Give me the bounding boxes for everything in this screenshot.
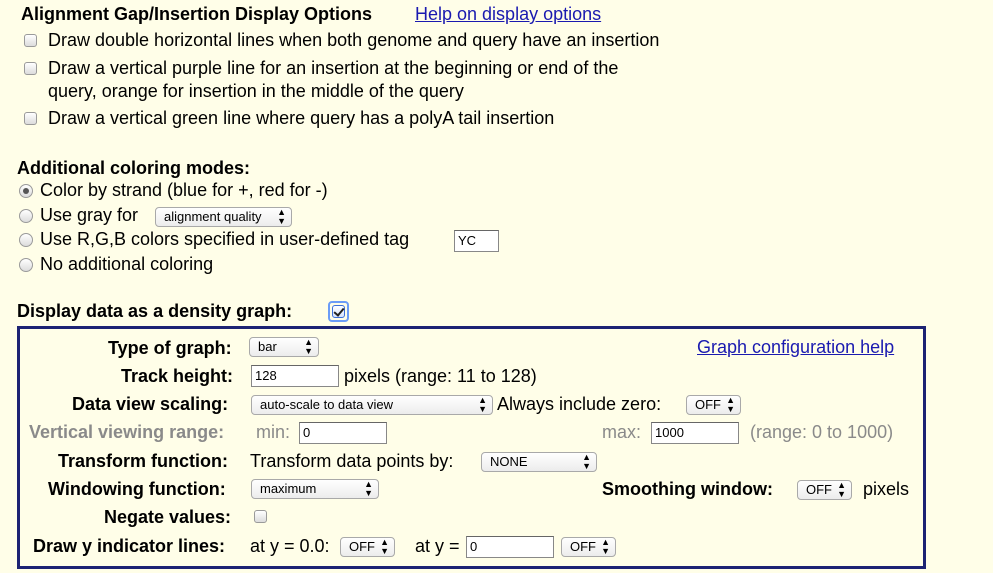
graph-type-select[interactable]: bar ▲▼ [249, 337, 319, 357]
polya-checkbox[interactable] [24, 112, 37, 125]
coloring-title: Additional coloring modes: [17, 158, 250, 178]
gray-mode-select[interactable]: alignment quality ▲▼ [155, 207, 292, 227]
windowing-label: Windowing function: [48, 479, 226, 499]
graph-type-label: Type of graph: [108, 338, 232, 358]
min-label: min: [256, 422, 291, 442]
yline-y-input[interactable]: 0 [466, 536, 554, 558]
graph-type-value: bar [258, 339, 277, 354]
density-title: Display data as a density graph: [17, 301, 293, 321]
purple-line-label: Draw a vertical purple line for an inser… [48, 58, 619, 78]
purple-line-checkbox[interactable] [24, 62, 37, 75]
scaling-label: Data view scaling: [72, 394, 229, 414]
negate-label: Negate values: [104, 507, 232, 527]
negate-checkbox[interactable] [254, 510, 267, 523]
yline-at0-value: OFF [349, 539, 375, 554]
use-gray-radio[interactable] [19, 209, 33, 223]
select-arrows-icon: ▲▼ [277, 207, 286, 226]
include-zero-value: OFF [695, 397, 721, 412]
select-arrows-icon: ▲▼ [837, 480, 846, 499]
select-arrows-icon: ▲▼ [380, 537, 389, 556]
scaling-select[interactable]: auto-scale to data view ▲▼ [251, 395, 493, 415]
yline-at0-select[interactable]: OFF ▲▼ [340, 537, 395, 557]
yline-aty-label: at y = [415, 536, 460, 556]
smoothing-unit: pixels [863, 479, 910, 499]
polya-label: Draw a vertical green line where query h… [48, 108, 555, 128]
smoothing-label: Smoothing window: [602, 479, 773, 499]
color-strand-label: Color by strand (blue for +, red for -) [40, 180, 328, 200]
windowing-value: maximum [260, 481, 317, 496]
yline-y-select[interactable]: OFF ▲▼ [561, 537, 616, 557]
select-arrows-icon: ▲▼ [726, 395, 735, 414]
select-arrows-icon: ▲▼ [364, 479, 373, 498]
transform-label: Transform function: [58, 451, 228, 471]
transform-value: NONE [490, 454, 528, 469]
color-strand-radio[interactable] [19, 184, 33, 198]
range-note: (range: 0 to 1000) [750, 422, 894, 442]
yline-at0-label: at y = 0.0: [250, 536, 330, 556]
select-arrows-icon: ▲▼ [304, 337, 313, 356]
select-arrows-icon: ▲▼ [601, 537, 610, 556]
transform-select[interactable]: NONE ▲▼ [481, 452, 597, 472]
no-coloring-label: No additional coloring [40, 254, 214, 274]
track-height-label: Track height: [121, 366, 234, 386]
density-checkbox-focus[interactable] [328, 301, 349, 322]
density-checkbox[interactable] [332, 305, 345, 318]
graph-help-link[interactable]: Graph configuration help [697, 337, 895, 357]
double-lines-label: Draw double horizontal lines when both g… [48, 30, 660, 50]
smoothing-select[interactable]: OFF ▲▼ [797, 480, 852, 500]
purple-line-label-cont: query, orange for insertion in the middl… [48, 81, 464, 101]
track-height-note: pixels (range: 11 to 128) [344, 366, 537, 386]
use-gray-label: Use gray for [40, 205, 139, 225]
select-arrows-icon: ▲▼ [478, 395, 487, 414]
max-input[interactable]: 1000 [651, 422, 739, 444]
smoothing-value: OFF [806, 482, 832, 497]
yline-label: Draw y indicator lines: [33, 536, 226, 556]
rgb-tag-label: Use R,G,B colors specified in user-defin… [40, 229, 410, 249]
transform-text: Transform data points by: [250, 451, 454, 471]
track-height-input[interactable]: 128 [251, 365, 339, 387]
gap-section-title: Alignment Gap/Insertion Display Options [21, 4, 373, 24]
graph-config-panel [17, 326, 926, 569]
max-label: max: [602, 422, 642, 442]
no-coloring-radio[interactable] [19, 258, 33, 272]
gap-help-link[interactable]: Help on display options [415, 4, 602, 24]
yline-y-toggle-value: OFF [570, 539, 596, 554]
select-arrows-icon: ▲▼ [582, 452, 591, 471]
range-label: Vertical viewing range: [29, 422, 225, 442]
include-zero-label: Always include zero: [497, 394, 662, 414]
rgb-tag-input[interactable]: YC [454, 230, 499, 252]
scaling-value: auto-scale to data view [260, 397, 393, 412]
gray-mode-value: alignment quality [164, 209, 262, 224]
include-zero-select[interactable]: OFF ▲▼ [686, 395, 741, 415]
min-input[interactable]: 0 [299, 422, 387, 444]
rgb-tag-radio[interactable] [19, 233, 33, 247]
windowing-select[interactable]: maximum ▲▼ [251, 479, 379, 499]
double-lines-checkbox[interactable] [24, 34, 37, 47]
